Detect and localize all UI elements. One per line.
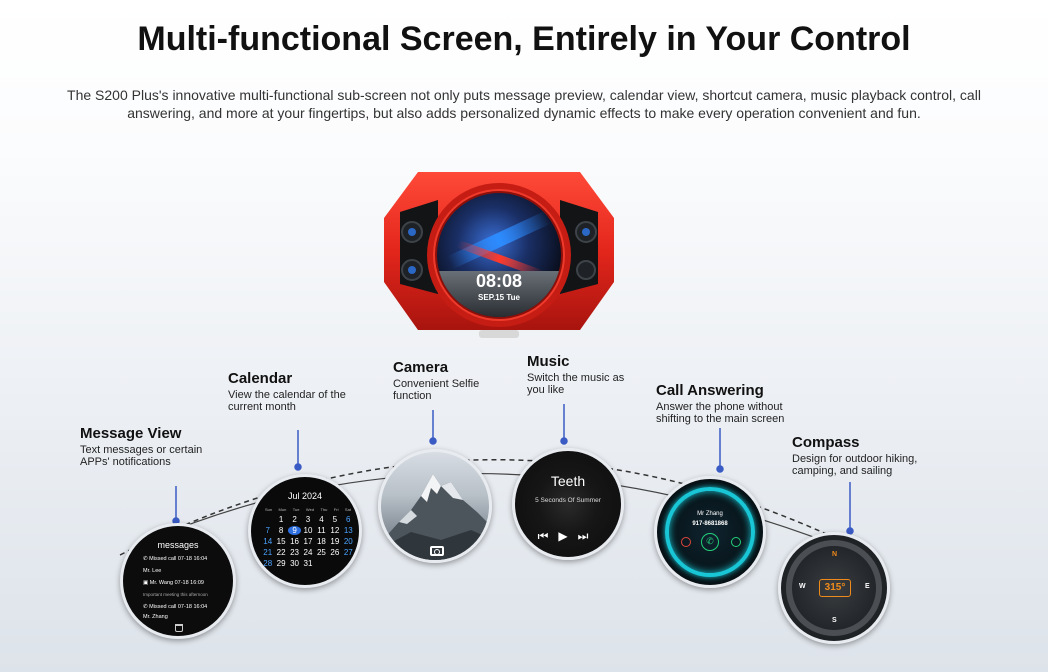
label-message-view: Message View Text messages or certain AP… bbox=[80, 425, 203, 468]
play-icon[interactable]: ▶ bbox=[558, 529, 578, 543]
calendar-day[interactable]: 21 bbox=[263, 548, 273, 557]
compass-west: W bbox=[799, 583, 806, 590]
calendar-day[interactable]: 29 bbox=[276, 559, 286, 568]
calendar-day[interactable]: 9 bbox=[287, 526, 302, 535]
call-screen: Mr Zhang 917-8681868 ✆ bbox=[654, 476, 766, 588]
calendar-weekdays: Sun Mon Tue Wed Thu Fri Sat bbox=[265, 507, 351, 512]
music-controls: ⏮▶⏭ bbox=[515, 529, 621, 544]
calendar-day[interactable]: 20 bbox=[343, 537, 353, 546]
calendar-day[interactable] bbox=[315, 559, 328, 568]
camera-icon[interactable] bbox=[430, 546, 444, 556]
calendar-day[interactable] bbox=[328, 559, 341, 568]
calendar-weekday: Fri bbox=[333, 507, 339, 512]
calendar-day[interactable]: 15 bbox=[276, 537, 286, 546]
calendar-day[interactable]: 24 bbox=[303, 548, 313, 557]
compass-north: N bbox=[832, 551, 838, 558]
phone-icon[interactable]: ✆ bbox=[701, 533, 719, 551]
label-calendar: Calendar View the calendar of the curren… bbox=[228, 370, 346, 413]
device-date: SEP.15 Tue bbox=[478, 293, 520, 302]
calendar-weekday: Sun bbox=[265, 507, 273, 512]
calendar-weekday: Mon bbox=[278, 507, 287, 512]
camera-screen bbox=[378, 449, 492, 563]
song-title: Teeth bbox=[550, 473, 586, 489]
label-music: Music Switch the music as you like bbox=[527, 353, 625, 396]
message-row: Important meeting this afternoon bbox=[143, 592, 208, 597]
music-screen: Teeth 5 Seconds Of Summer ⏮▶⏭ bbox=[512, 448, 624, 560]
calendar-day[interactable]: 30 bbox=[290, 559, 300, 568]
message-row: Mr. Zhang bbox=[143, 614, 168, 620]
accept-call-icon[interactable] bbox=[731, 537, 741, 547]
previous-icon[interactable]: ⏮ bbox=[537, 529, 559, 543]
calendar-day[interactable]: 18 bbox=[316, 537, 326, 546]
calendar-day[interactable]: 7 bbox=[265, 526, 270, 535]
calendar-day[interactable]: 28 bbox=[263, 559, 273, 568]
message-row: ▣ Mr. Wang 07-18 16:09 bbox=[143, 580, 204, 586]
calendar-day[interactable]: 22 bbox=[276, 548, 286, 557]
calendar-day[interactable] bbox=[261, 515, 274, 524]
calendar-day[interactable]: 6 bbox=[346, 515, 351, 524]
message-row: ✆ Missed call 07-18 16:04 bbox=[143, 556, 208, 562]
compass-east: E bbox=[865, 583, 870, 590]
page-title: Multi-functional Screen, Entirely in You… bbox=[137, 20, 911, 58]
calendar-weekday: Thu bbox=[320, 507, 328, 512]
phone-icon: ✆ bbox=[143, 556, 150, 562]
message-row: ✆ Missed call 07-18 16:04 bbox=[143, 604, 208, 610]
calendar-day[interactable]: 8 bbox=[278, 526, 284, 535]
compass-bezel bbox=[786, 540, 882, 636]
calendar-day[interactable]: 23 bbox=[290, 548, 300, 557]
calendar-weekday: Sat bbox=[344, 507, 351, 512]
phone-icon: ✆ bbox=[143, 604, 150, 610]
calendar-day[interactable]: 25 bbox=[316, 548, 326, 557]
calendar-weekday: Wed bbox=[305, 507, 315, 512]
calendar-day[interactable]: 27 bbox=[343, 548, 353, 557]
messages-heading: messages bbox=[157, 540, 199, 550]
reject-call-icon[interactable] bbox=[681, 537, 691, 547]
calendar-day[interactable]: 17 bbox=[303, 537, 313, 546]
calendar-day[interactable]: 11 bbox=[317, 526, 326, 535]
device-image: 08:08 SEP.15 Tue bbox=[378, 166, 620, 342]
calendar-day[interactable]: 4 bbox=[319, 515, 324, 524]
song-artist: 5 Seconds Of Summer bbox=[535, 497, 601, 504]
calendar-day[interactable]: 19 bbox=[330, 537, 340, 546]
message-row: Mr. Lee bbox=[143, 568, 162, 574]
calendar-day[interactable]: 5 bbox=[332, 515, 338, 524]
calendar-day[interactable] bbox=[342, 559, 355, 568]
label-compass: Compass Design for outdoor hiking, campi… bbox=[792, 434, 918, 477]
trash-icon bbox=[175, 624, 183, 632]
page-description: The S200 Plus's innovative multi-functio… bbox=[67, 87, 981, 121]
chat-icon: ▣ bbox=[143, 580, 150, 586]
calendar-day[interactable]: 14 bbox=[263, 537, 273, 546]
caller-number: 917-8681868 bbox=[692, 521, 728, 527]
label-call-answering: Call Answering Answer the phone without … bbox=[656, 382, 785, 425]
calendar-day[interactable]: 2 bbox=[292, 515, 297, 524]
messages-screen: messages ✆ Missed call 07-18 16:04 Mr. L… bbox=[120, 523, 236, 639]
device-time: 08:08 bbox=[475, 271, 523, 291]
calendar-day[interactable]: 16 bbox=[290, 537, 300, 546]
calendar-day[interactable]: 1 bbox=[278, 515, 284, 524]
compass-south: S bbox=[832, 617, 837, 624]
calendar-day[interactable]: 10 bbox=[303, 526, 313, 535]
compass-screen: N W E S 315° bbox=[778, 532, 890, 644]
calendar-weekday: Tue bbox=[292, 507, 300, 512]
device-screen: 08:08 SEP.15 Tue bbox=[437, 193, 561, 317]
calendar-day[interactable]: 26 bbox=[330, 548, 340, 557]
calendar-day[interactable]: 31 bbox=[303, 559, 313, 568]
calendar-month: Jul 2024 bbox=[287, 491, 323, 501]
mountain-photo bbox=[381, 474, 489, 560]
next-icon[interactable]: ⏭ bbox=[577, 529, 599, 543]
calendar-day[interactable]: 3 bbox=[305, 515, 311, 524]
caller-name: Mr Zhang bbox=[697, 511, 723, 517]
calendar-day[interactable]: 12 bbox=[330, 526, 340, 535]
calendar-day[interactable]: 13 bbox=[343, 526, 353, 535]
call-ring bbox=[665, 487, 755, 577]
compass-heading: 315° bbox=[819, 579, 851, 597]
label-camera: Camera Convenient Selfie function bbox=[393, 359, 480, 402]
